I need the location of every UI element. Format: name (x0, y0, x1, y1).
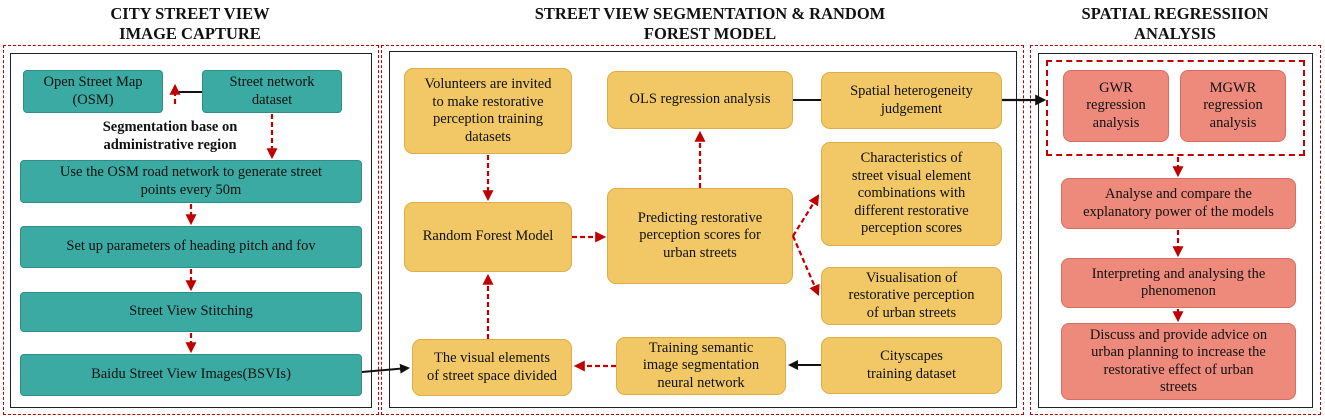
regression-outer-frame (1030, 45, 1321, 415)
street-points-line1: Use the OSM road network to generate str… (59, 164, 323, 180)
model-inner-frame (389, 51, 1017, 408)
training-line1: Training semantic (648, 339, 754, 356)
bsvi-label: Baidu Street View Images(BSVIs) (91, 366, 291, 383)
model-title-line1: STREET VIEW SEGMENTATION & RANDOM (534, 4, 886, 23)
capture-outer-frame (3, 45, 379, 415)
stitching-label: Street View Stitching (129, 303, 253, 320)
cityscapes-line2: training dataset (867, 365, 956, 382)
advice-line4: streets (1159, 379, 1198, 395)
predicting-line1: Predicting restorative (637, 209, 763, 226)
visualisation-line1: Visualisation of (865, 269, 958, 286)
characteristics-line4: different restorative (854, 202, 969, 219)
predicting-line3: urban streets (663, 244, 737, 261)
volunteers-line3: perception training (433, 111, 543, 127)
mgwr-box: MGWR regression analysis (1180, 70, 1286, 142)
capture-title-line2: IMAGE CAPTURE (119, 24, 261, 43)
regression-title-line2: ANALYSIS (1134, 24, 1216, 43)
model-title-line2: FOREST MODEL (643, 24, 777, 43)
training-line2: image segmentation (642, 357, 760, 374)
gwr-line2: regression (1086, 97, 1146, 114)
volunteers-box: Volunteers are invited to make restorati… (404, 68, 572, 154)
osm-line2: (OSM) (72, 91, 114, 108)
gwr-box: GWR regression analysis (1063, 70, 1169, 142)
arrow-bsvi-to-visual-elements (361, 363, 410, 374)
gwr-line1: GWR (1099, 79, 1133, 96)
advice-line2: urban planning to increase the (1091, 344, 1266, 360)
regression-title-line1: SPATIAL REGRESSIION (1081, 4, 1269, 23)
osm-line1: Open Street Map (43, 74, 143, 90)
mgwr-line1: MGWR (1209, 79, 1257, 96)
regression-inner-frame (1038, 53, 1313, 408)
volunteers-line2: to make restorative (432, 93, 544, 110)
random-forest-box: Random Forest Model (404, 202, 572, 272)
model-section-title: STREET VIEW SEGMENTATION & RANDOM FOREST… (450, 4, 970, 44)
mgwr-line3: analysis (1209, 114, 1257, 131)
advice-box: Discuss and provide advice on urban plan… (1061, 323, 1296, 400)
visual-elements-line2: of street space divided (426, 367, 558, 384)
parameters-box: Set up parameters of heading pitch and f… (20, 226, 362, 268)
compare-line2: explanatory power of the models (1083, 203, 1274, 220)
characteristics-box: Characteristics of street visual element… (821, 142, 1002, 246)
arrow-predicting-to-visualisation (791, 235, 820, 297)
capture-inner-frame (10, 53, 372, 408)
segmentation-note-line2: administrative region (103, 137, 237, 153)
street-points-line2: points every 50m (140, 181, 242, 198)
interpret-line2: phenomenon (1141, 283, 1216, 299)
heterogeneity-line1: Spatial heterogeneity (850, 83, 973, 99)
ols-label: OLS regression analysis (629, 91, 771, 108)
visualisation-box: Visualisation of restorative perception … (821, 267, 1002, 325)
predicting-line2: perception scores for (639, 227, 761, 244)
predicting-box: Predicting restorative perception scores… (607, 188, 793, 284)
model-outer-frame (381, 45, 1024, 415)
street-network-line2: dataset (251, 91, 293, 108)
street-points-box: Use the OSM road network to generate str… (20, 160, 362, 203)
characteristics-line5: perception scores (860, 220, 963, 237)
volunteers-line1: Volunteers are invited (424, 76, 552, 92)
heterogeneity-line2: judgement (880, 100, 943, 117)
advice-line1: Discuss and provide advice on (1089, 326, 1268, 343)
cityscapes-line1: Cityscapes (880, 348, 943, 364)
characteristics-line2: street visual element (851, 167, 972, 184)
random-forest-label: Random Forest Model (422, 228, 554, 245)
ols-box: OLS regression analysis (607, 71, 793, 129)
arrow-predicting-to-characteristics (792, 194, 820, 237)
mgwr-line2: regression (1203, 97, 1263, 114)
characteristics-line3: combinations with (857, 185, 966, 202)
capture-title-line1: CITY STREET VIEW (110, 4, 270, 23)
street-network-line1: Street network (229, 74, 315, 90)
training-line3: neural network (657, 374, 745, 391)
advice-line3: restorative effect of urban (1103, 361, 1254, 378)
gwr-line3: analysis (1092, 114, 1140, 131)
segmentation-note: Segmentation base on administrative regi… (70, 118, 270, 154)
regression-section-title: SPATIAL REGRESSIION ANALYSIS (1040, 4, 1310, 44)
compare-line1: Analyse and compare the (1105, 186, 1252, 202)
training-network-box: Training semantic image segmentation neu… (616, 337, 786, 395)
stitching-box: Street View Stitching (20, 292, 362, 332)
gwr-mgwr-group-frame (1046, 60, 1305, 156)
visualisation-line3: of urban streets (866, 304, 957, 321)
characteristics-line1: Characteristics of (860, 150, 963, 167)
visual-elements-line1: The visual elements (434, 350, 550, 366)
volunteers-line4: datasets (465, 128, 511, 145)
visualisation-line2: restorative perception (848, 287, 975, 304)
segmentation-note-line1: Segmentation base on (102, 119, 238, 135)
interpret-line1: Interpreting and analysing the (1091, 265, 1266, 282)
parameters-label: Set up parameters of heading pitch and f… (66, 238, 316, 255)
capture-section-title: CITY STREET VIEW IMAGE CAPTURE (40, 4, 340, 44)
bsvi-box: Baidu Street View Images(BSVIs) (20, 354, 362, 396)
osm-box: Open Street Map(OSM) (23, 70, 163, 113)
